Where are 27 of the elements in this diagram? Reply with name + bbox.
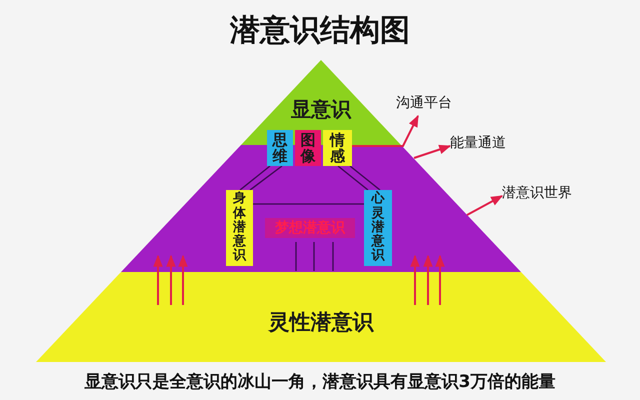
arrow — [352, 114, 419, 147]
arrow — [166, 254, 176, 305]
tier-label: 灵性潜意识 — [268, 309, 374, 336]
concept-tag: 图像 — [295, 130, 321, 166]
concept-tag: 心灵潜意识 — [364, 190, 392, 266]
connector-line — [350, 166, 380, 190]
connector-line — [338, 166, 368, 190]
arrow — [178, 254, 188, 305]
concept-tag: 情感 — [323, 130, 352, 166]
concept-tag: 思维 — [267, 130, 293, 166]
callout-text: 潜意识世界 — [502, 184, 602, 206]
concept-tag: 身体潜意识 — [226, 190, 253, 266]
arrow — [466, 195, 504, 216]
callout-text: 能量通道 — [450, 134, 540, 156]
arrow — [423, 254, 433, 305]
arrow — [153, 254, 163, 305]
diagram-title: 潜意识结构图 — [228, 12, 411, 50]
connector-line — [253, 203, 364, 205]
arrow — [435, 254, 445, 305]
connector-line — [250, 165, 282, 191]
arrow — [414, 144, 452, 159]
callout-text: 沟通平台 — [396, 94, 486, 116]
tier-label: 显意识 — [291, 96, 351, 123]
concept-tag: 梦想潜意识 — [265, 218, 355, 238]
arrow — [410, 254, 420, 305]
connector-line — [240, 166, 270, 190]
diagram-caption: 显意识只是全意识的冰山一角，潜意识具有显意识3万倍的能量 — [84, 371, 556, 393]
